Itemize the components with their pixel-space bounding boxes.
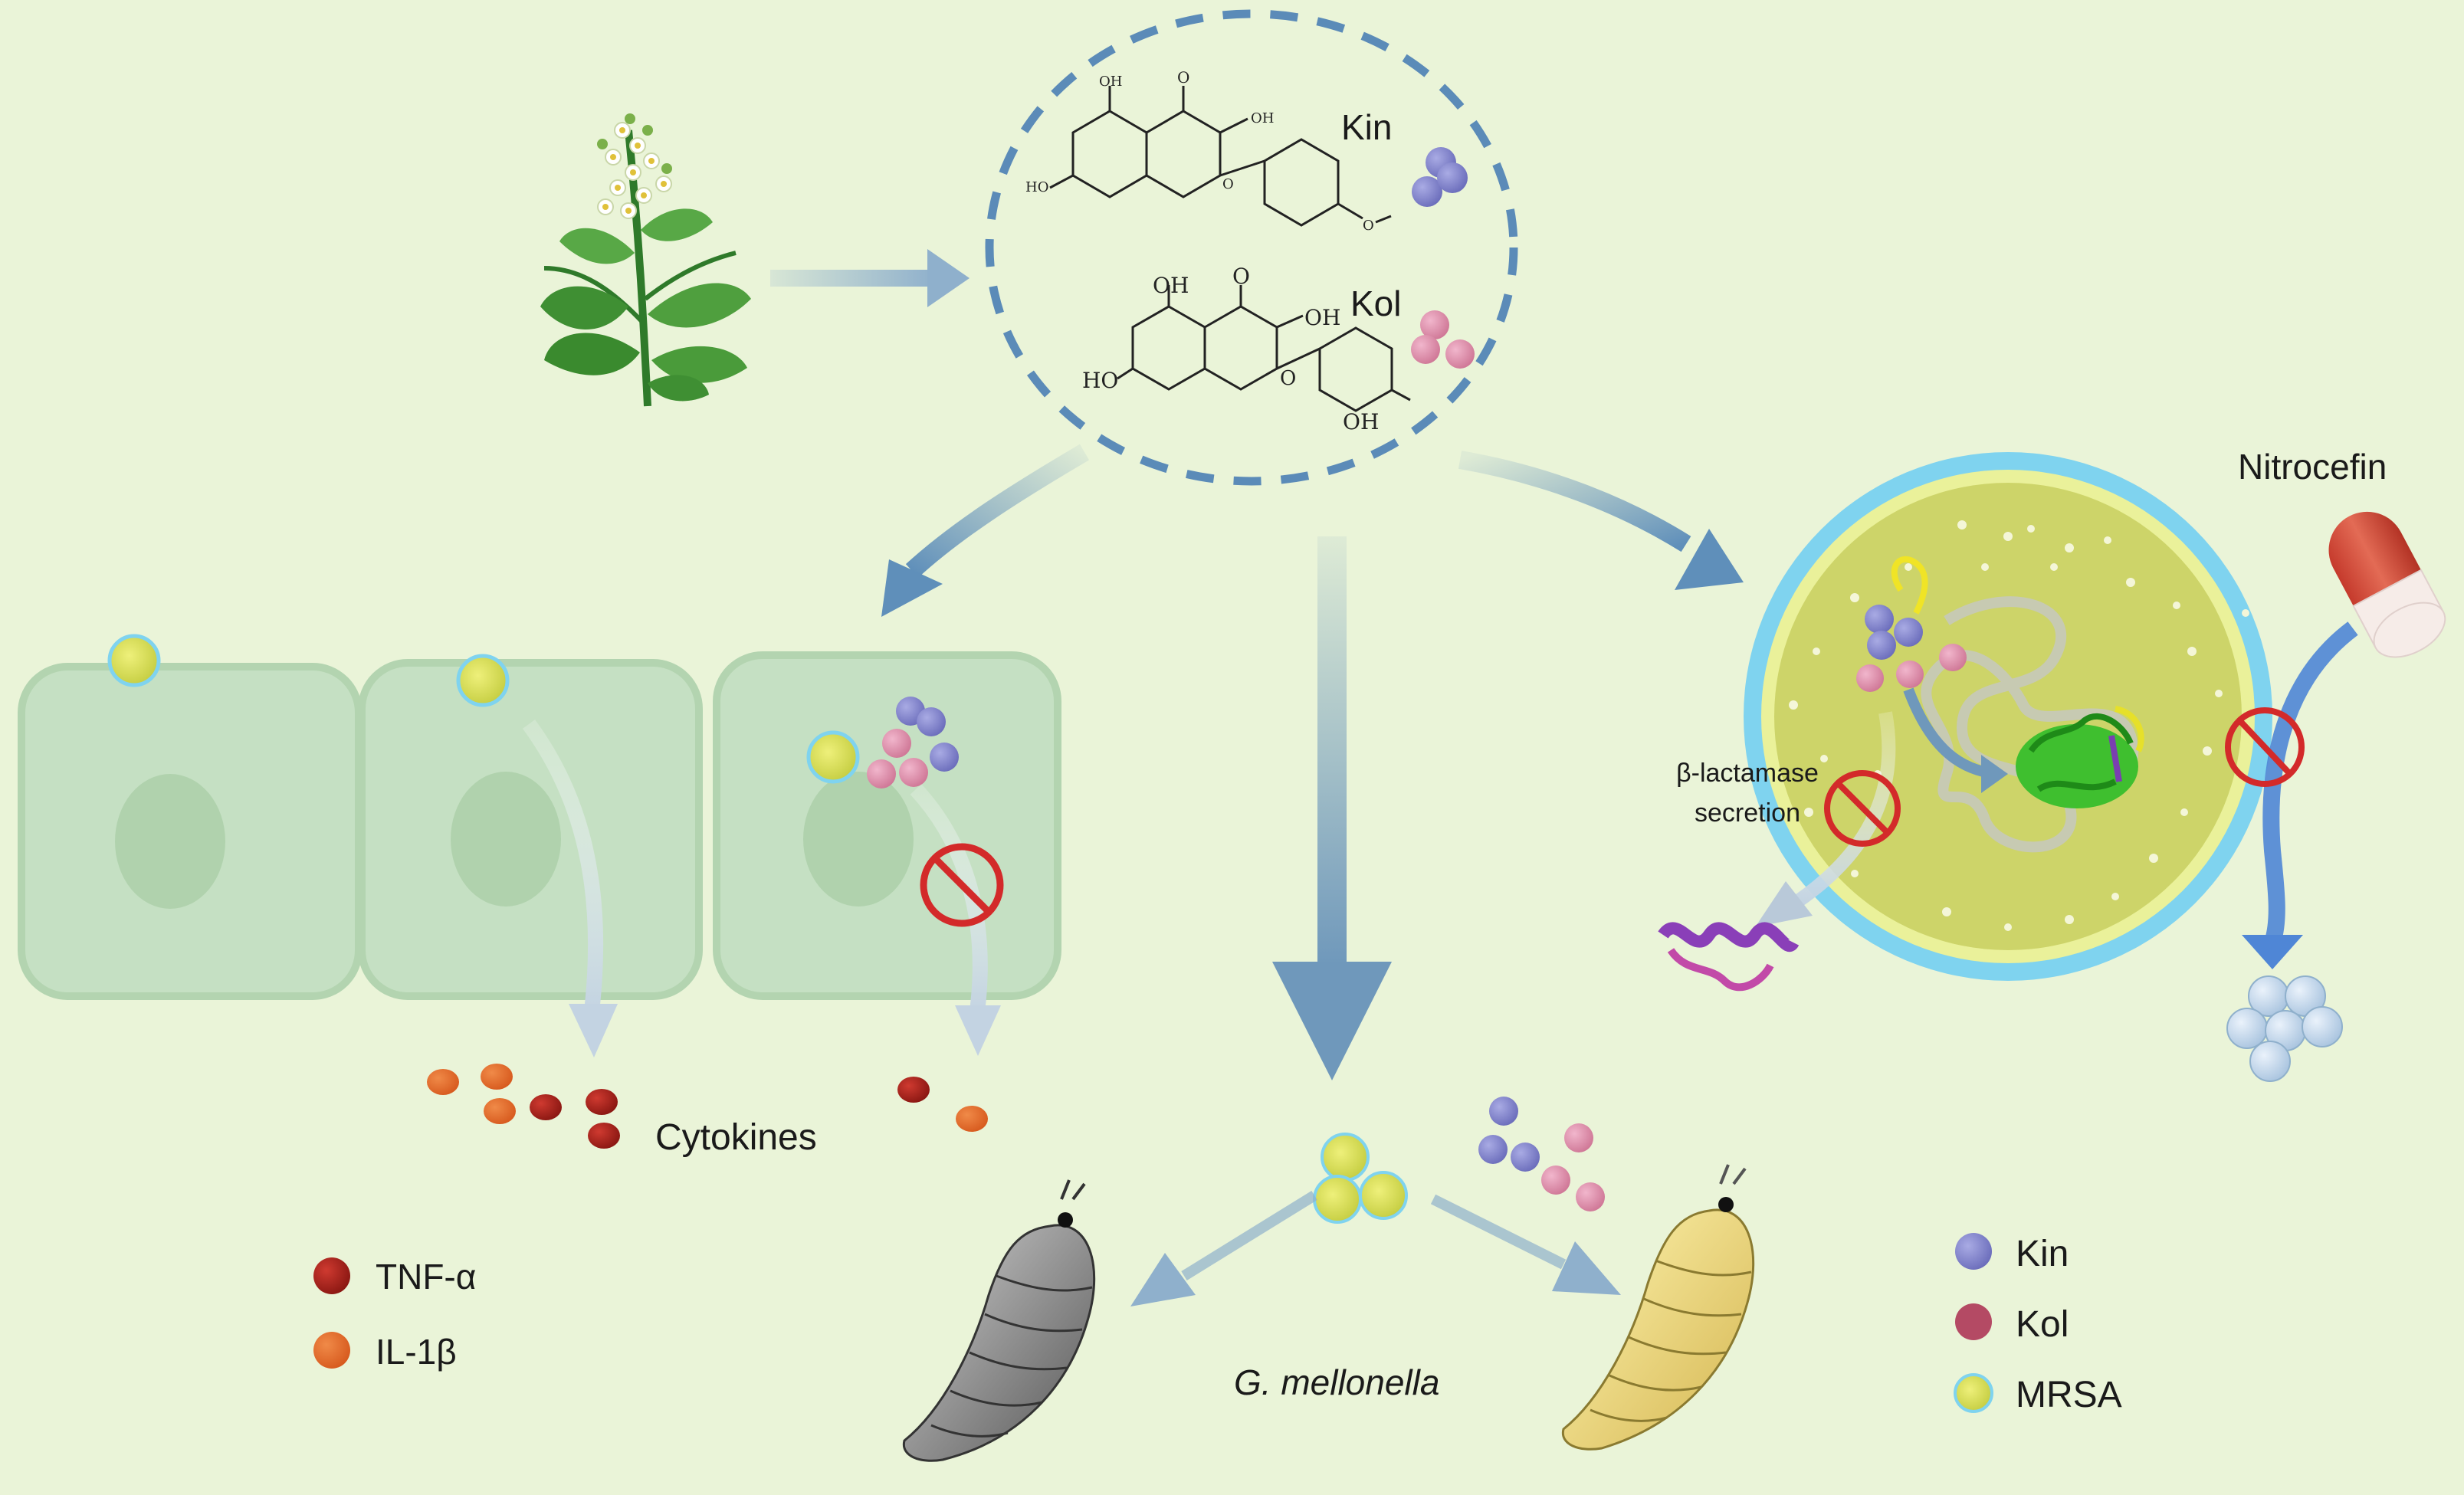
kol-sub-oh1: OH <box>1153 273 1189 298</box>
compounds-group: OH O OH HO O O Kin OH O OH HO O OH Kol <box>985 9 1518 486</box>
mrsa-legend-swatch <box>1954 1373 1993 1413</box>
beta-lactamase-label-line1: β-lactamase <box>1676 759 1819 788</box>
arrow-to-grey-larva <box>1130 1191 1317 1306</box>
kol-sub-oh3: OH <box>1343 409 1379 434</box>
bacterium-compounds <box>1856 605 1967 692</box>
host-cells <box>18 634 1061 1057</box>
nitrocefin-capsule <box>2328 511 2446 658</box>
kol-particles <box>1411 310 1475 369</box>
tnf-legend-swatch <box>313 1257 350 1294</box>
cytokine-legend: TNF-α IL-1β <box>313 1257 476 1372</box>
kol-sub-ring-o: O <box>1280 367 1296 390</box>
arrow-to-yellow-larva <box>1430 1194 1621 1295</box>
kin-sub-o: O <box>1177 68 1189 87</box>
kin-legend-label: Kin <box>2016 1234 2069 1274</box>
kin-sub-oh1: OH <box>1099 74 1122 90</box>
larva-treated <box>1561 1164 1755 1451</box>
kol-sub-oh2: OH <box>1304 305 1340 330</box>
kol-label: Kol <box>1350 284 1401 323</box>
kin-sub-oh2: OH <box>1251 110 1274 126</box>
mrsa-bacterium <box>1744 452 2272 981</box>
il1b-legend-label: IL-1β <box>376 1332 457 1372</box>
plant-to-compounds-arrow <box>770 249 970 307</box>
arrow-to-larvae <box>1272 536 1392 1080</box>
kol-sub-ho: HO <box>1082 368 1118 393</box>
beta-lactamase-label-line2: secretion <box>1695 798 1800 828</box>
cytokine-particles <box>427 1064 988 1149</box>
mrsa-on-cell-2 <box>456 654 510 707</box>
secreted-protein <box>1658 922 1800 992</box>
mrsa-cluster <box>1313 1133 1408 1224</box>
kin-label: Kin <box>1341 107 1392 147</box>
kol-sub-o: O <box>1232 264 1250 289</box>
kin-sub-ring-o: O <box>1222 176 1234 192</box>
nucleus-2 <box>451 772 561 907</box>
kin-particles <box>1412 147 1468 207</box>
inhibit-icon-cell <box>920 843 1004 927</box>
kin-sub-methoxy: O <box>1363 218 1374 234</box>
larva-infected <box>902 1179 1096 1462</box>
cytokines-label: Cytokines <box>655 1117 817 1158</box>
dna-strands <box>1921 596 2139 853</box>
arrow-to-bacterium <box>1458 451 1744 590</box>
nucleus-1 <box>115 774 225 909</box>
inhibit-icon-secretion <box>1824 770 1901 847</box>
larvae-compounds <box>1478 1097 1605 1211</box>
nitrocefin-arrow <box>2262 621 2358 946</box>
kin-structure <box>1049 86 1392 227</box>
mrsa-on-cell-3 <box>806 730 860 784</box>
inhibit-icon-nitrocefin <box>2225 707 2305 787</box>
mrsa-on-cell-1 <box>107 634 161 687</box>
cell-3-cytokine-arrow <box>910 784 988 1013</box>
mrsa-legend-label: MRSA <box>2016 1375 2122 1415</box>
beta-lactamase-protein <box>2016 706 2144 808</box>
kol-legend-swatch <box>1955 1303 1992 1340</box>
nitrocefin-product <box>2226 975 2343 1082</box>
tnf-legend-label: TNF-α <box>376 1257 476 1297</box>
kin-sub-ho: HO <box>1025 179 1048 195</box>
kin-legend-swatch <box>1955 1233 1992 1270</box>
nitrocefin-label: Nitrocefin <box>2238 447 2387 487</box>
arrow-to-cells <box>881 444 1090 617</box>
il1b-legend-swatch <box>313 1332 350 1369</box>
kol-structure <box>1117 285 1411 412</box>
cell-3-compounds <box>867 697 959 788</box>
compound-dashed-boundary <box>985 9 1518 486</box>
g-mellonella-label: G. mellonella <box>1234 1362 1439 1402</box>
cell-2-cytokine-arrow <box>522 720 604 1013</box>
plant-illustration <box>540 113 751 407</box>
bacterium-cytoplasm <box>1774 483 2242 950</box>
compound-legend: Kin Kol MRSA <box>1954 1233 2122 1415</box>
kol-legend-label: Kol <box>2016 1304 2069 1345</box>
nucleus-3 <box>803 772 914 907</box>
